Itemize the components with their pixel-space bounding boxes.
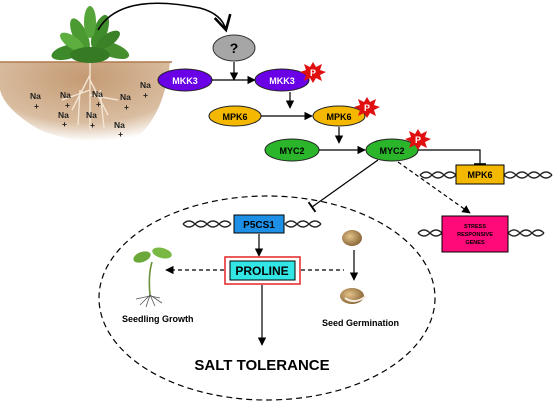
svg-text:MKK3: MKK3 — [172, 76, 198, 86]
phospho-badge: P — [354, 97, 380, 118]
na-ion-label: Na — [120, 92, 131, 102]
svg-text:MKK3: MKK3 — [269, 76, 295, 86]
na-ion-charge: + — [143, 90, 148, 100]
myc2-phospho-node: MYC2 — [365, 138, 419, 162]
svg-text:RESPONSIVE: RESPONSIVE — [457, 232, 493, 238]
unknown-upstream-node: ? — [212, 34, 256, 62]
svg-text:GENES: GENES — [465, 240, 485, 246]
phospho-badge: P — [405, 129, 431, 150]
phospho-badge: P — [300, 62, 326, 83]
na-ion-charge: + — [96, 99, 101, 109]
salt-soil-illustration — [0, 61, 172, 142]
na-ion-charge: + — [124, 102, 129, 112]
svg-text:P: P — [310, 68, 316, 78]
svg-text:P: P — [364, 103, 370, 113]
na-ion-charge: + — [118, 129, 123, 139]
myc2-node: MYC2 — [264, 138, 320, 162]
salt-signal-arrow — [97, 2, 232, 33]
svg-text:MPK6: MPK6 — [467, 170, 492, 180]
dna-stress-genes — [417, 229, 545, 237]
mpk6-phospho-node: MPK6 — [312, 105, 366, 127]
svg-text:MPK6: MPK6 — [222, 112, 247, 122]
na-ion-charge: + — [90, 120, 95, 130]
svg-text:P: P — [415, 135, 421, 145]
svg-text:PROLINE: PROLINE — [235, 264, 288, 278]
stress-responsive-genes-box: STRESS RESPONSIVE GENES — [441, 215, 509, 253]
salt-tolerance-label: SALT TOLERANCE — [194, 357, 329, 374]
dna-p5cs1 — [182, 220, 322, 228]
seedling-illustration — [133, 247, 172, 308]
svg-text:MYC2: MYC2 — [379, 146, 404, 156]
plant-roots — [61, 62, 119, 130]
inhibition-myc2-to-p5cs1 — [307, 159, 379, 213]
seed-germination-label: Seed Germination — [322, 318, 399, 328]
na-ion-charge: + — [34, 101, 39, 111]
germinating-seed-illustration — [340, 288, 367, 304]
mpk6-node: MPK6 — [208, 105, 262, 127]
svg-text:?: ? — [230, 40, 239, 56]
mkk3-node: MKK3 — [157, 68, 213, 92]
svg-text:MYC2: MYC2 — [279, 146, 304, 156]
na-ion-label: Na — [60, 90, 71, 100]
na-ion-label: Na — [58, 110, 69, 120]
plant-rosette — [51, 6, 130, 63]
na-ion-label: Na — [30, 91, 41, 101]
p5cs1-gene-box: P5CS1 — [233, 214, 285, 234]
cell-boundary — [98, 195, 436, 401]
mpk6-gene-box: MPK6 — [455, 164, 505, 185]
mkk3-phospho-node: MKK3 — [254, 68, 310, 92]
na-ion-label: Na — [92, 89, 103, 99]
inhibition-myc2-to-mpk6 — [418, 149, 481, 164]
dna-mpk6-promoter — [419, 171, 553, 179]
na-ion-label: Na — [140, 80, 151, 90]
svg-text:MPK6: MPK6 — [326, 112, 351, 122]
na-ions: Na + Na + Na + Na + Na + Na + Na + Na + — [30, 80, 151, 139]
na-ion-charge: + — [65, 100, 70, 110]
seedling-growth-label: Seedling Growth — [122, 314, 194, 324]
svg-text:STRESS: STRESS — [464, 224, 486, 230]
na-ion-label: Na — [86, 110, 97, 120]
dashed-arrow-myc2-to-stress-genes — [397, 161, 471, 214]
seed-illustration — [342, 230, 362, 246]
na-ion-charge: + — [62, 119, 67, 129]
svg-text:P5CS1: P5CS1 — [243, 220, 275, 231]
proline-box: PROLINE — [224, 256, 301, 285]
na-ion-label: Na — [114, 120, 125, 130]
